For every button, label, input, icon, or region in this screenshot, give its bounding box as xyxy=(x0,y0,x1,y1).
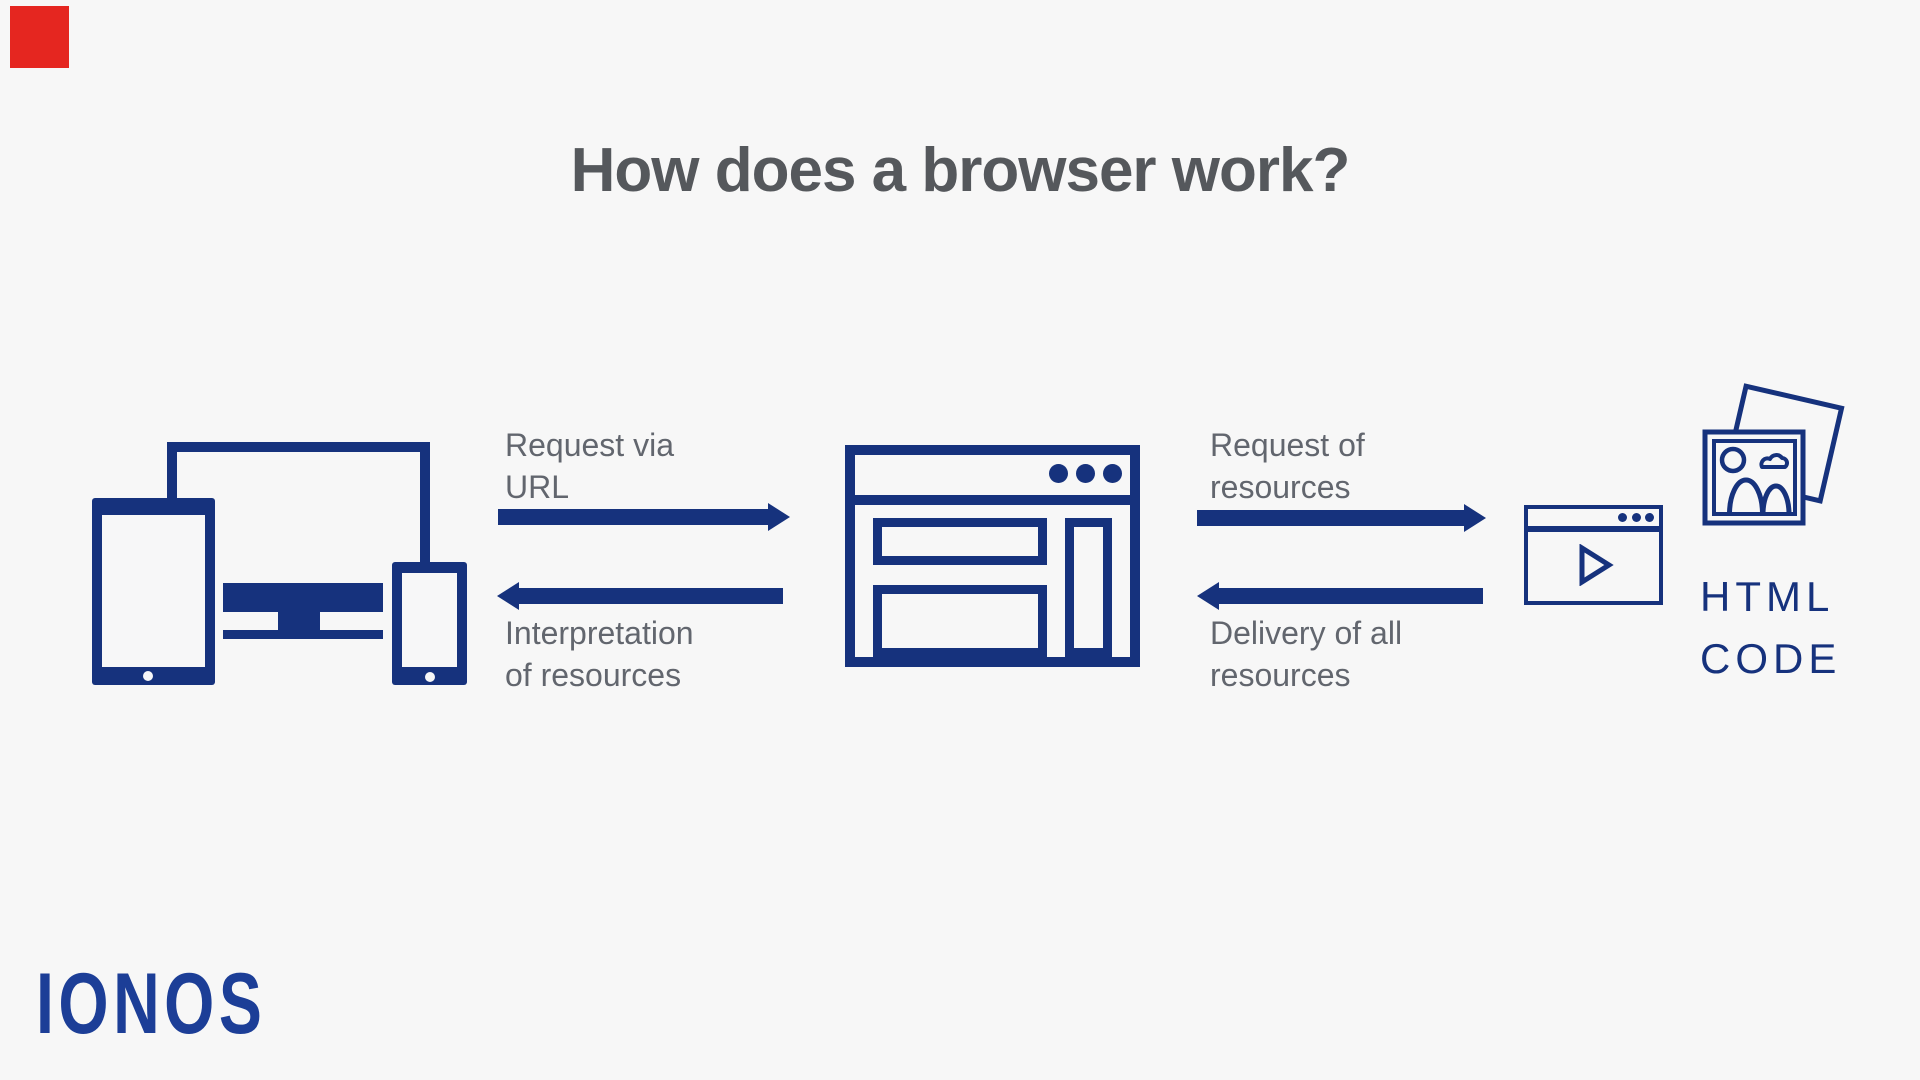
photo-cloud xyxy=(1759,453,1789,469)
video-titlebar-dot xyxy=(1618,513,1627,522)
arrow-head xyxy=(768,503,790,531)
label-request-via-url: Request via URL xyxy=(505,424,674,508)
browser-titlebar-dot xyxy=(1049,464,1068,483)
browser-content-sidebar-box xyxy=(1065,518,1112,657)
arrow-head xyxy=(1464,504,1486,532)
browser-titlebar-divider xyxy=(855,495,1130,505)
html-code-label: HTML CODE xyxy=(1700,566,1841,690)
label-request-resources: Request of resources xyxy=(1210,424,1365,508)
label-line: Delivery of all xyxy=(1210,615,1403,651)
label-line: resources xyxy=(1210,469,1351,505)
browser-titlebar-dot xyxy=(1076,464,1095,483)
images-icon xyxy=(1702,383,1845,526)
tablet-screen xyxy=(102,515,205,667)
label-delivery-resources: Delivery of all resources xyxy=(1210,612,1402,696)
monitor-bezel xyxy=(223,583,383,612)
red-marker-square xyxy=(10,6,69,68)
tablet-home-button xyxy=(143,671,153,681)
ionos-logo: IONOS xyxy=(36,956,267,1052)
monitor-stand-stem xyxy=(278,612,320,630)
label-line: Interpretation xyxy=(505,615,694,651)
label-line: URL xyxy=(505,469,570,505)
label-interpretation: Interpretation of resources xyxy=(505,612,694,696)
page-title: How does a browser work? xyxy=(570,136,1351,205)
arrow-head xyxy=(1197,582,1219,610)
arrow-head xyxy=(497,582,519,610)
html-code-line: CODE xyxy=(1700,635,1842,682)
html-code-line: HTML xyxy=(1700,573,1835,620)
photo-inner-border xyxy=(1712,439,1797,516)
arrow-shaft xyxy=(519,588,783,604)
monitor-stand-base xyxy=(223,630,383,639)
arrow-shaft xyxy=(498,509,768,525)
phone-icon xyxy=(392,562,467,685)
label-line: Request of xyxy=(1210,427,1365,463)
tablet-icon xyxy=(92,498,215,685)
phone-screen xyxy=(402,573,457,667)
label-line: Request via xyxy=(505,427,674,463)
photo-hill-left xyxy=(1727,477,1765,515)
phone-home-button xyxy=(425,672,435,682)
photo-sun xyxy=(1719,446,1747,474)
video-titlebar-dot xyxy=(1632,513,1641,522)
photo-hill-right xyxy=(1760,483,1792,515)
label-line: of resources xyxy=(505,657,682,693)
video-titlebar-dot xyxy=(1645,513,1654,522)
browser-window-icon xyxy=(845,445,1140,667)
browser-content-header-box xyxy=(873,518,1047,565)
video-window-icon xyxy=(1524,505,1663,605)
arrow-shaft xyxy=(1197,510,1464,526)
browser-titlebar-dot xyxy=(1103,464,1122,483)
browser-content-body-box xyxy=(873,585,1047,657)
label-line: resources xyxy=(1210,657,1351,693)
arrow-shaft xyxy=(1219,588,1483,604)
play-icon xyxy=(1579,544,1614,586)
video-titlebar-divider xyxy=(1528,526,1659,532)
